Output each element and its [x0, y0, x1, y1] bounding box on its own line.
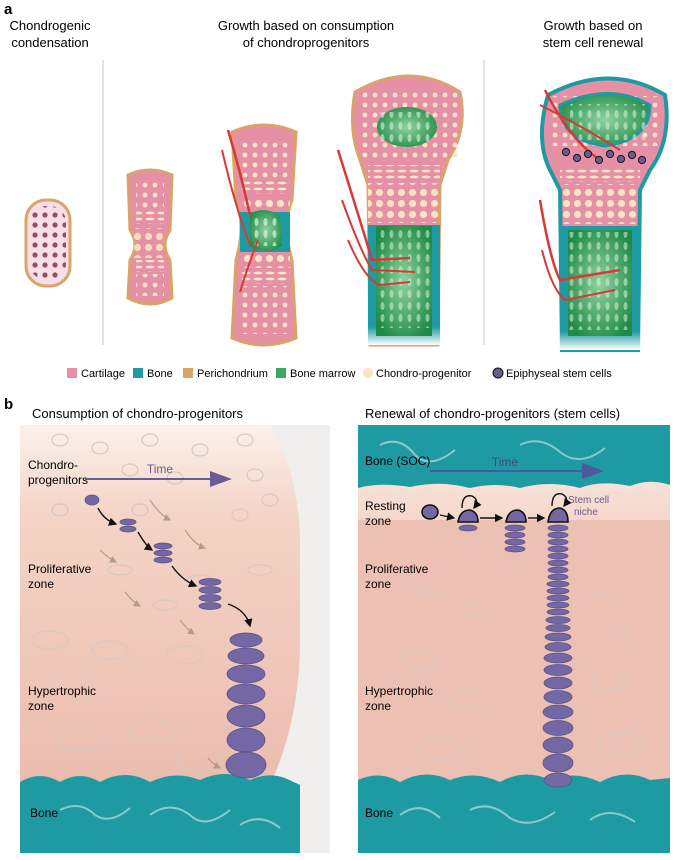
legend-swatch-perichondrium [183, 368, 193, 378]
legend: Cartilage Bone Perichondrium Bone marrow… [67, 367, 612, 380]
left-bone-label: Bone [30, 806, 58, 820]
legend-swatch-epiphyseal-stem-cells [492, 367, 504, 379]
legend-swatch-chondro-progenitor [363, 368, 373, 378]
left-chondro-label-line2: progenitors [28, 473, 88, 487]
secondary-ossification-element [336, 74, 464, 347]
legend-swatch-bone-marrow [276, 368, 286, 378]
legend-swatch-bone [133, 368, 143, 378]
condensation-element [24, 198, 72, 288]
left-chondro-label-line1: Chondro- [28, 458, 78, 472]
legend-label-chondro-progenitor: Chondro-progenitor [376, 368, 472, 380]
col3-title-line2: stem cell renewal [543, 35, 644, 50]
left-time-arrowhead [210, 471, 232, 487]
right-time-label: Time [492, 455, 519, 469]
right-growth-plate [358, 425, 670, 853]
left-proliferative-line2: zone [28, 577, 54, 591]
left-faint-cells [31, 433, 279, 772]
left-hypertrophic-line2: zone [28, 699, 54, 713]
left-panel-title: Consumption of chondro-progenitors [32, 406, 244, 421]
right-resting-line1: Resting [365, 499, 406, 513]
early-cartilage-element [126, 168, 174, 306]
right-proliferative-line2: zone [365, 577, 391, 591]
right-time-arrowhead [582, 463, 604, 479]
legend-label-bone-marrow: Bone marrow [290, 368, 355, 380]
left-black-arrows [97, 507, 253, 628]
right-panel-title: Renewal of chondro-progenitors (stem cel… [365, 406, 620, 421]
left-faint-arrows [99, 499, 222, 769]
legend-label-perichondrium: Perichondrium [197, 368, 268, 380]
right-hypertrophic-line2: zone [365, 699, 391, 713]
panel-b-letter: b [4, 396, 13, 413]
right-resting-line2: zone [365, 514, 391, 528]
right-faint-cells [401, 584, 643, 762]
right-bone-soc-label: Bone (SOC) [365, 454, 430, 468]
right-renewal-arrows [439, 493, 572, 523]
col2-title-line2: of chondroprogenitors [243, 35, 370, 50]
col1-title-line2: condensation [11, 35, 88, 50]
left-consumption-cells [84, 494, 267, 779]
right-stem-cells [421, 504, 569, 523]
stem-cell-renewal-element [538, 76, 669, 352]
left-growth-plate [20, 425, 330, 853]
right-proliferative-line1: Proliferative [365, 562, 429, 576]
primary-ossification-element [221, 123, 298, 347]
panel-a-letter: a [4, 1, 13, 18]
legend-label-bone: Bone [147, 368, 173, 380]
right-niche-line2: niche [574, 507, 598, 518]
right-bone-label: Bone [365, 806, 393, 820]
col3-title-line1: Growth based on [543, 18, 642, 33]
col2-title-line1: Growth based on consumption [218, 18, 394, 33]
left-proliferative-line1: Proliferative [28, 562, 92, 576]
right-hypertrophic-line1: Hypertrophic [365, 684, 433, 698]
legend-swatch-cartilage [67, 368, 77, 378]
left-time-label: Time [147, 462, 174, 476]
right-niche-line1: Stem cell [568, 495, 609, 506]
legend-label-cartilage: Cartilage [81, 368, 125, 380]
right-stacks [458, 524, 574, 788]
epiphyseal-stem-cell-row [561, 147, 647, 165]
col1-title-line1: Chondrogenic [10, 18, 91, 33]
left-hypertrophic-line1: Hypertrophic [28, 684, 96, 698]
legend-label-epiphyseal-stem-cells: Epiphyseal stem cells [506, 368, 612, 380]
